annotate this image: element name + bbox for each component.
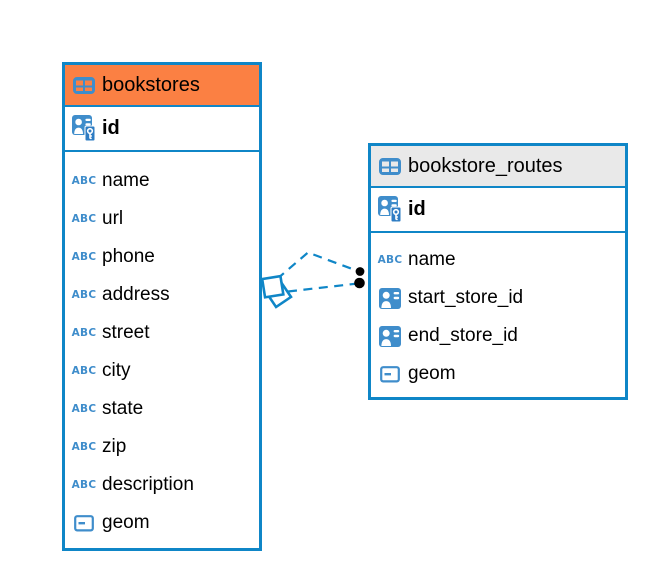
entity-bookstore-routes[interactable]: bookstore_routes id	[368, 143, 628, 400]
person-key-icon	[71, 115, 97, 142]
abc-text-icon: ABC	[71, 403, 97, 415]
column-name: phone	[102, 246, 155, 267]
abc-text-icon: ABC	[71, 251, 97, 263]
column-row[interactable]: ABC zip	[65, 428, 259, 466]
abc-text-icon: ABC	[71, 327, 97, 339]
abc-text-icon: ABC	[71, 365, 97, 377]
entity-bookstore-routes-header[interactable]: bookstore_routes	[371, 146, 625, 188]
column-row-pk[interactable]: id	[65, 107, 259, 152]
column-row[interactable]: geom	[371, 355, 625, 393]
abc-text-icon: ABC	[71, 479, 97, 491]
column-row[interactable]: geom	[65, 504, 259, 542]
relationship-line-lower	[287, 282, 359, 293]
circle-marker-upper	[353, 265, 367, 278]
column-row[interactable]: ABC phone	[65, 238, 259, 276]
column-name: start_store_id	[408, 287, 524, 308]
column-name: address	[102, 284, 170, 305]
column-name: street	[102, 322, 150, 343]
diamond-marker-front	[260, 274, 285, 299]
column-name: geom	[102, 512, 150, 533]
circle-marker-lower	[354, 277, 365, 289]
column-row[interactable]: ABC address	[65, 276, 259, 314]
column-row[interactable]: ABC city	[65, 352, 259, 390]
column-row[interactable]: ABC name	[65, 162, 259, 200]
column-row[interactable]: ABC url	[65, 200, 259, 238]
column-row[interactable]: end_store_id	[371, 317, 625, 355]
entity-bookstores[interactable]: bookstores id A	[62, 62, 262, 551]
column-row[interactable]: ABC name	[371, 241, 625, 279]
person-ref-icon	[377, 287, 403, 309]
abc-text-icon: ABC	[71, 441, 97, 453]
abc-text-icon: ABC	[71, 175, 97, 187]
column-row-pk[interactable]: id	[371, 188, 625, 233]
entity-bookstores-header[interactable]: bookstores	[65, 65, 259, 107]
object-icon	[71, 514, 97, 532]
column-name: name	[102, 170, 150, 191]
diamond-marker-back	[264, 280, 293, 309]
column-row[interactable]: ABC street	[65, 314, 259, 352]
relationship-lines[interactable]	[260, 251, 367, 309]
column-name: zip	[102, 436, 127, 457]
table-icon	[71, 76, 97, 94]
column-name: url	[102, 208, 124, 229]
column-name: city	[102, 360, 131, 381]
relationship-line-upper	[276, 251, 360, 280]
abc-text-icon: ABC	[71, 289, 97, 301]
column-row[interactable]: ABC description	[65, 466, 259, 504]
column-name: id	[408, 198, 426, 220]
person-key-icon	[377, 196, 403, 223]
table-icon	[377, 157, 403, 175]
column-list: ABC name ABC url ABC phone ABC address A…	[65, 152, 259, 548]
table-name: bookstore_routes	[408, 154, 563, 177]
abc-text-icon: ABC	[71, 213, 97, 225]
person-ref-icon	[377, 325, 403, 347]
column-list: ABC name start_store_id	[371, 233, 625, 397]
column-name: state	[102, 398, 144, 419]
column-name: geom	[408, 363, 456, 384]
column-name: end_store_id	[408, 325, 518, 346]
column-name: description	[102, 474, 194, 495]
column-name: name	[408, 249, 456, 270]
table-name: bookstores	[102, 73, 200, 96]
column-name: id	[102, 117, 120, 139]
object-icon	[377, 365, 403, 383]
abc-text-icon: ABC	[377, 254, 403, 266]
column-row[interactable]: ABC state	[65, 390, 259, 428]
column-row[interactable]: start_store_id	[371, 279, 625, 317]
